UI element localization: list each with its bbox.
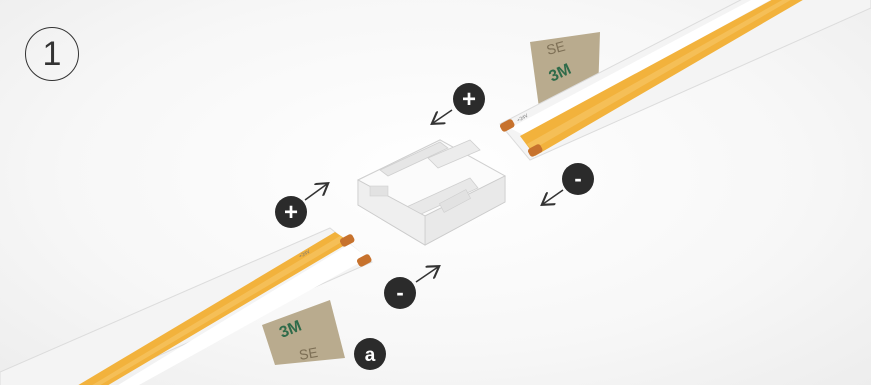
led-strip-top-right: SE 3M +24V bbox=[499, 0, 871, 161]
copper-pad bbox=[499, 119, 515, 132]
minus-badge-bottom: - bbox=[384, 277, 416, 309]
led-strip-bottom-left: 3M SE +24V bbox=[0, 227, 373, 385]
adhesive-liner-bottom: 3M SE bbox=[262, 300, 345, 365]
label-a-badge: a bbox=[354, 338, 386, 370]
copper-pad bbox=[339, 234, 355, 247]
svg-text:SE: SE bbox=[298, 344, 319, 363]
step-number-circle: 1 bbox=[25, 27, 79, 81]
led-band-bottom bbox=[78, 232, 350, 385]
svg-text:SE: SE bbox=[545, 38, 567, 58]
minus-badge-right: - bbox=[562, 163, 594, 195]
svg-text:+: + bbox=[462, 86, 476, 113]
arrow-plus-left bbox=[304, 184, 327, 201]
step-number: 1 bbox=[42, 34, 62, 73]
plus-badge-left: + bbox=[275, 196, 307, 228]
led-band-top bbox=[520, 0, 803, 156]
plus-badge-top: + bbox=[453, 83, 485, 115]
copper-pad bbox=[527, 144, 543, 157]
svg-text:+: + bbox=[284, 199, 298, 226]
svg-text:a: a bbox=[365, 345, 376, 366]
arrow-plus-top bbox=[433, 109, 453, 123]
voltage-label-bottom: +24V bbox=[298, 249, 312, 260]
strip-connector bbox=[356, 139, 507, 246]
arrow-minus-right bbox=[543, 189, 564, 204]
svg-text:-: - bbox=[574, 166, 581, 191]
svg-text:-: - bbox=[396, 280, 403, 305]
copper-pad bbox=[356, 254, 372, 267]
voltage-label-top: +24V bbox=[516, 113, 530, 124]
arrow-minus-bottom bbox=[415, 267, 438, 283]
